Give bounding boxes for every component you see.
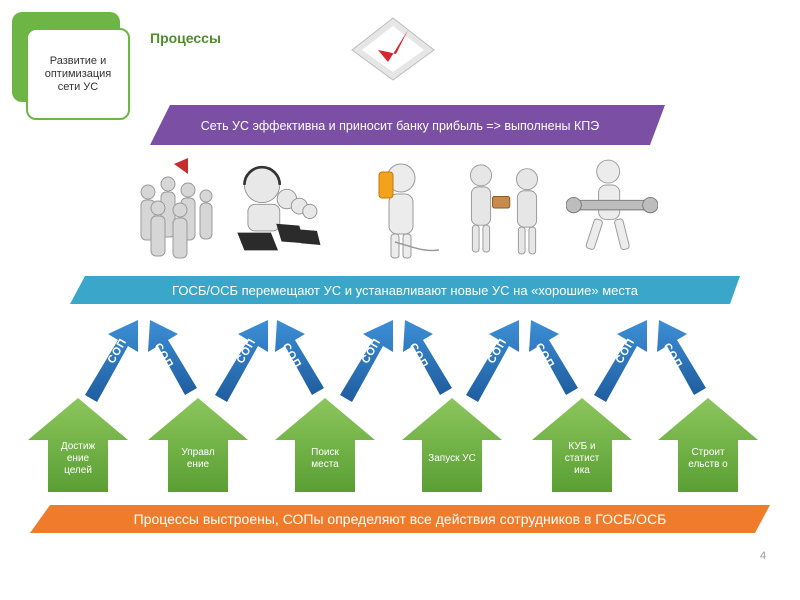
section-label: Развитие и оптимизация сети УС: [44, 54, 112, 93]
process-label-2: Управл ение: [181, 447, 215, 470]
bottom-banner-text: Процессы выстроены, СОПы определяют все …: [133, 511, 667, 527]
process-arrow-2: [148, 398, 248, 492]
page-number: 4: [760, 550, 767, 562]
process-arrow-6: [658, 398, 758, 492]
top-banner: [150, 105, 665, 145]
wrench-worker-icon: [566, 152, 658, 262]
process-arrow-4: [402, 398, 502, 492]
process-arrow-5: [532, 398, 632, 492]
phone-call-person-icon: [355, 152, 447, 262]
sop-arrow-5: [340, 320, 393, 402]
middle-banner-text: ГОСБ/ОСБ перемещают УС и устанавливают н…: [172, 282, 638, 298]
sop-arrow-1: [85, 320, 138, 402]
sop-arrow-4: [275, 320, 324, 395]
sop-arrow-10: [657, 320, 706, 395]
checkbox-checkmark-icon: [351, 17, 435, 81]
process-label-5: КУБ и статист ика: [564, 441, 600, 476]
sop-arrow-2: [148, 320, 197, 395]
sop-arrow-9: [594, 320, 647, 402]
process-arrow-3: [275, 398, 375, 492]
process-label-4: Запуск УС: [428, 453, 476, 464]
middle-banner: [70, 276, 740, 304]
call-center-operators-icon: [232, 152, 324, 262]
process-label-6: Строит ельств о: [688, 447, 728, 470]
top-banner-text: Сеть УС эффективна и приносит банку приб…: [200, 118, 600, 133]
bottom-banner: [30, 505, 770, 533]
team-megaphone-icon: [128, 152, 220, 262]
handshake-cash-icon: [458, 152, 550, 262]
section-tile: Развитие и оптимизация сети УС: [26, 28, 130, 120]
sop-arrow-8: [529, 320, 578, 395]
process-label-3: Поиск места: [311, 447, 339, 470]
sop-arrow-6: [403, 320, 452, 395]
sop-arrow-7: [466, 320, 519, 402]
process-arrow-1: [28, 398, 128, 492]
page-title: Процессы: [150, 30, 221, 46]
process-label-1: Достиж ение целей: [60, 441, 96, 476]
sop-arrow-3: [215, 320, 268, 402]
